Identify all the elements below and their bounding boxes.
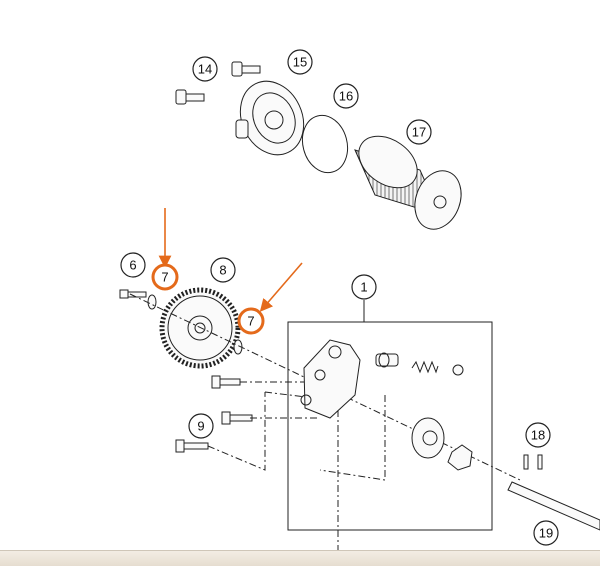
- callout-16: 16: [333, 83, 359, 109]
- bolt-part-9b: [221, 411, 253, 425]
- callout-8: 8: [210, 257, 236, 283]
- callout-15: 15: [287, 49, 313, 75]
- bolt-part-14b: [175, 89, 205, 105]
- pump-plug-part: [452, 364, 464, 376]
- bolt-part-14a: [231, 61, 261, 77]
- bolt-guide-line: [207, 381, 386, 560]
- callout-label: 19: [539, 526, 553, 541]
- callout-7-highlighted-a: 7: [151, 263, 179, 291]
- callout-6: 6: [120, 252, 146, 278]
- gear-part-8: [159, 287, 241, 369]
- pump-valve-part: [375, 352, 399, 368]
- callout-19: 19: [533, 520, 559, 546]
- callout-label: 16: [339, 89, 353, 104]
- o-ring-part-16: [301, 114, 349, 174]
- callout-9: 9: [188, 413, 214, 439]
- callout-label: 8: [219, 263, 226, 278]
- oil-filter-part-17: [354, 135, 462, 230]
- callout-label: 6: [129, 258, 136, 273]
- washer-part-7a: [147, 294, 157, 310]
- orange-arrow-diagonal: [259, 262, 303, 312]
- pump-rotor-outer-part: [411, 417, 445, 459]
- callout-label: 9: [197, 419, 204, 434]
- callout-17: 17: [406, 119, 432, 145]
- callout-14: 14: [192, 56, 218, 82]
- callout-7-highlighted-b: 7: [237, 307, 265, 335]
- pin-part-18a: [523, 454, 529, 470]
- bolt-part-9c: [175, 439, 209, 453]
- pump-housing-part-1: [300, 339, 361, 419]
- callout-label: 18: [531, 428, 545, 443]
- callout-label: 14: [198, 62, 212, 77]
- callout-label: 17: [412, 125, 426, 140]
- window-bottom-strip: [0, 550, 600, 566]
- assembly-bracket-1: [287, 300, 493, 531]
- pin-part-6: [119, 289, 147, 299]
- pump-rotor-inner-part: [447, 444, 473, 471]
- pump-spring-part: [411, 360, 439, 374]
- shaft-part-19: [507, 481, 600, 531]
- callout-label: 7: [247, 314, 254, 329]
- callout-label: 1: [360, 280, 367, 295]
- callout-label: 15: [293, 55, 307, 70]
- callout-18: 18: [525, 422, 551, 448]
- callout-label: 7: [161, 270, 168, 285]
- filter-cover-part-15: [235, 80, 305, 156]
- bolt-part-9a: [211, 375, 241, 389]
- pin-part-18b: [537, 454, 543, 470]
- callout-1: 1: [351, 274, 377, 300]
